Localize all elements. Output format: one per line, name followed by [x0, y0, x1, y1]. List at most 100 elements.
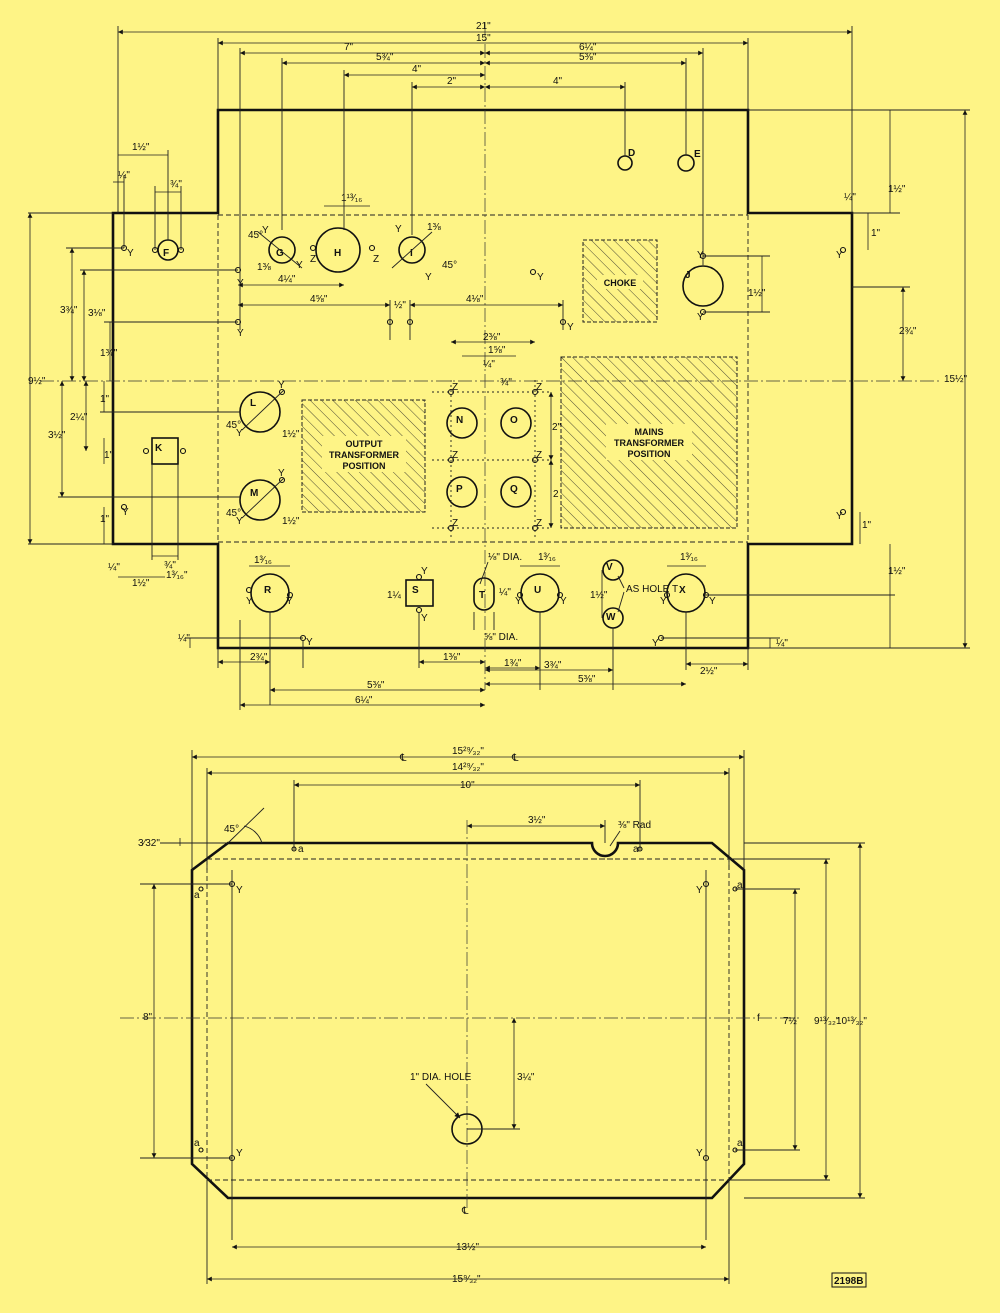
dim-f-3-4: ¾" — [170, 179, 182, 190]
top-dimensions: 21" 15" 7" 5¾" 4" 2" 6¼" 5⅜" — [27, 21, 970, 710]
z-label-5: Z — [452, 450, 458, 461]
dim-base-15-29-32: 15²⁹⁄₃₂" — [452, 746, 484, 757]
base-a-3: a — [194, 890, 200, 901]
dim-t-5-8-dia: ⅝" DIA. — [484, 632, 518, 643]
y-label-5: Y — [237, 278, 244, 289]
hole-w-label: W — [606, 612, 616, 623]
dim-5-3-8: 5⅜" — [579, 52, 597, 63]
dim-base-8: 8" — [143, 1012, 153, 1023]
dim-base-14-29-32: 14²⁹⁄₃₂" — [452, 762, 484, 773]
y-label-9: Y — [306, 637, 313, 648]
dim-bottom-right-1-4: ¼" — [776, 637, 788, 649]
dim-left-3-1-2: 3½" — [48, 430, 66, 441]
y-label-6: Y — [237, 328, 244, 339]
dim-bottom-2-1-2: 2½" — [700, 666, 718, 677]
y-label-28: Y — [425, 272, 432, 283]
dim-f-1-4: ¼" — [118, 169, 130, 181]
y-label-3: Y — [836, 511, 843, 522]
y-label-26: Y — [395, 224, 402, 235]
dim-as-hole-t: AS HOLE T — [626, 584, 678, 595]
z-label-7: Z — [452, 518, 458, 529]
dim-f-1-1-2: 1½" — [132, 142, 150, 153]
hole-v-label: V — [606, 562, 613, 573]
hole-p — [446, 476, 478, 508]
dim-k-1-1-2: 1½" — [132, 578, 150, 589]
dim-overall-21: 21" — [476, 21, 491, 32]
dim-base-10-13-32: 10¹³⁄₃₂" — [836, 1016, 867, 1027]
dim-x-1-3-16: 1³⁄₁₆ — [680, 552, 698, 563]
dim-height-15-1-2: 15½" — [944, 374, 967, 385]
dim-base-3-32: 3⁄32" — [138, 838, 160, 849]
choke-label: CHOKE — [604, 278, 637, 288]
dim-4-5-8: 4⅝" — [310, 294, 328, 305]
hole-e-label: E — [694, 149, 701, 160]
dim-n-1-5-8: 1⅝" — [488, 345, 506, 356]
dim-right-1-top: 1" — [871, 228, 881, 239]
mains-label-2: TRANSFORMER — [614, 438, 684, 448]
dim-n-2-a: 2" — [552, 422, 562, 433]
hole-h-label: H — [334, 248, 341, 259]
base-plate-outline — [190, 841, 746, 1200]
dim-1-2: ½" — [394, 300, 406, 311]
dim-left-1-k: 1" — [104, 450, 114, 461]
y-label-10: Y — [652, 638, 659, 649]
z-label-1: Z — [310, 254, 316, 265]
dim-gh-1-13-16: 1¹³⁄₁₆ — [341, 193, 362, 204]
y-label-22: Y — [278, 468, 285, 479]
base-y-3: Y — [236, 1148, 243, 1159]
hole-f-label: F — [163, 248, 169, 259]
base-f: f — [757, 1013, 760, 1024]
hole-u-label: U — [534, 585, 541, 596]
hole-s — [405, 579, 434, 607]
dim-4-right: 4" — [553, 76, 563, 87]
hole-h — [315, 227, 361, 273]
hole-l-label: L — [250, 398, 256, 409]
hole-j — [682, 265, 724, 307]
hole-v — [602, 559, 624, 581]
output-label-2: TRANSFORMER — [329, 450, 399, 460]
dim-m-1-1-2: 1½" — [282, 516, 300, 527]
y-label-20: Y — [421, 613, 428, 624]
hole-g — [268, 236, 296, 264]
base-y-2: Y — [696, 885, 703, 896]
dim-left-2-1-4: 2¼" — [70, 411, 88, 423]
y-label-4: Y — [122, 507, 129, 518]
z-label-3: Z — [452, 382, 458, 393]
dim-m-45: 45° — [226, 508, 241, 519]
dim-right-1-bottom: 1" — [862, 520, 872, 531]
dim-r-1-3-16: 1³⁄₁₆ — [254, 555, 272, 566]
hole-t-label: T — [479, 590, 485, 601]
dim-base-3-1-2: 3½" — [528, 815, 546, 826]
dim-u-1-3-16: 1³⁄₁₆ — [538, 552, 556, 563]
dim-left-1-3-8: 1⅜" — [100, 348, 118, 359]
dim-i-45: 45° — [442, 260, 457, 271]
hole-m — [239, 479, 281, 521]
chassis-outline — [111, 108, 854, 650]
eq-mark-2: ℄ — [511, 753, 519, 764]
dim-bottom-left-1-4: ¼" — [178, 632, 190, 644]
y-label-8: Y — [567, 322, 574, 333]
dim-g-45: 45° — [248, 230, 263, 241]
eq-mark-1: ℄ — [399, 753, 407, 764]
hole-o — [500, 407, 532, 439]
dim-right-1-4: ¼" — [844, 191, 856, 203]
dim-s-1-1-4: 1¼ — [387, 589, 402, 601]
y-label-13: Y — [246, 596, 253, 607]
y-label-16: Y — [560, 596, 567, 607]
dim-bottom-1-3-4: 1¾" — [504, 658, 522, 669]
hole-i — [398, 236, 426, 264]
drawing-number: 2198B — [834, 1276, 863, 1287]
dim-k-1-4: ¼" — [108, 561, 120, 573]
y-label-14: Y — [286, 596, 293, 607]
hole-m-label: M — [250, 488, 258, 499]
hole-q-label: Q — [510, 484, 518, 495]
y-label-15: Y — [515, 596, 522, 607]
dim-inner-15: 15" — [476, 33, 491, 44]
hole-k — [151, 437, 179, 465]
dim-2: 2" — [447, 76, 457, 87]
dim-base-13-1-2: 13½" — [456, 1242, 479, 1253]
dim-t-1-4: ¼" — [499, 586, 511, 598]
dim-n-1-4: ¼" — [483, 358, 495, 370]
dim-l-45: 45° — [226, 420, 241, 431]
